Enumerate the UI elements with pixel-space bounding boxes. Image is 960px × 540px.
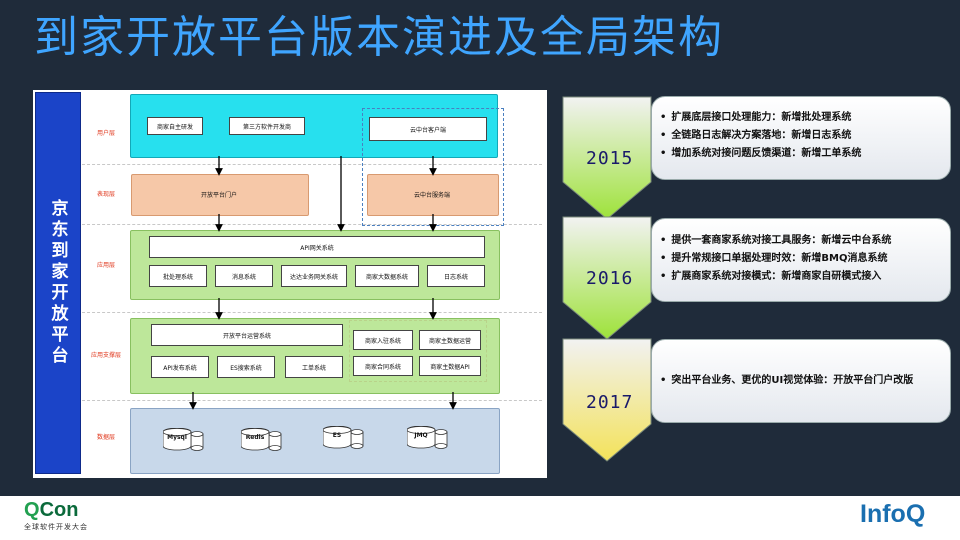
bullet-2015-1: 扩展底层接口处理能力：新增批处理系统 xyxy=(660,109,950,127)
merchant-group xyxy=(349,320,487,382)
qcon-logo: QCon xyxy=(24,499,79,521)
year-label-2015: 2015 xyxy=(586,148,634,169)
platform-vertical-label: 京东到家开放平台 xyxy=(35,92,81,474)
box-message-system: 消息系统 xyxy=(215,265,273,287)
box-third-party-dev: 第三方软件开发商 xyxy=(229,117,305,135)
db-redis-icon: Redis xyxy=(240,427,287,456)
layer-separator xyxy=(82,164,542,165)
layer-separator xyxy=(82,400,542,401)
card-2015: 扩展底层接口处理能力：新增批处理系统 全链路日志解决方案落地：新增日志系统 增加… xyxy=(651,96,951,180)
layer-label-application: 应用层 xyxy=(96,262,115,269)
box-dada-gateway: 达达业务网关系统 xyxy=(281,265,347,287)
layer-label-support: 应用支撑层 xyxy=(90,352,121,359)
box-api-publish: API发布系统 xyxy=(151,356,209,378)
layer-label-data: 数据层 xyxy=(96,434,115,441)
portal-layer xyxy=(131,174,309,216)
box-ticket-system: 工单系统 xyxy=(285,356,343,378)
db-label-es: ES xyxy=(332,432,342,439)
box-cloud-server: 云中台服务端 xyxy=(413,191,450,199)
box-merchant-onboard: 商家入驻系统 xyxy=(353,330,413,350)
qcon-subtitle: 全球软件开发大会 xyxy=(24,523,88,531)
db-mysql-icon: Mysql xyxy=(162,427,209,456)
architecture-diagram: 京东到家开放平台 用户层 表现层 应用层 应用支撑层 数据层 商家自主研发 第三… xyxy=(33,90,547,478)
year-arrow-2017 xyxy=(562,338,652,462)
bullet-2017-1: 突出平台业务、更优的UI视觉体验：开放平台门户改版 xyxy=(660,372,950,390)
layer-label-user: 用户层 xyxy=(96,130,115,137)
year-arrow-2015 xyxy=(562,96,652,220)
db-label-mysql: Mysql xyxy=(167,434,187,441)
db-es-icon: ES xyxy=(322,425,369,454)
box-es-search: ES搜索系统 xyxy=(217,356,275,378)
page-title: 到家开放平台版本演进及全局架构 xyxy=(34,12,724,63)
year-label-2016: 2016 xyxy=(586,268,634,289)
box-api-gateway: API网关系统 xyxy=(149,236,485,258)
box-merchant-contract: 商家合同系统 xyxy=(353,356,413,376)
db-label-jmq: JMQ xyxy=(414,432,428,439)
box-bigdata-system: 商家大数据系统 xyxy=(355,265,419,287)
box-open-portal: 开放平台门户 xyxy=(200,191,237,199)
card-2016: 提供一套商家系统对接工具服务：新增云中台系统 提升常规接口单据处理时效：新增BM… xyxy=(651,218,951,302)
year-arrow-2016 xyxy=(562,216,652,340)
flow-arrows xyxy=(189,156,457,410)
db-jmq-icon: JMQ xyxy=(406,425,453,454)
box-merchant-self-dev: 商家自主研发 xyxy=(147,117,203,135)
layer-label-presentation: 表现层 xyxy=(96,191,115,198)
bullet-2015-2: 全链路日志解决方案落地：新增日志系统 xyxy=(660,127,950,145)
db-label-redis: Redis xyxy=(245,434,265,441)
box-cloud-client: 云中台客户端 xyxy=(369,117,487,141)
box-merchant-master-ops: 商家主数据运营 xyxy=(419,330,481,350)
bullet-2015-3: 增加系统对接问题反馈渠道：新增工单系统 xyxy=(660,145,950,163)
card-2017: 突出平台业务、更优的UI视觉体验：开放平台门户改版 xyxy=(651,339,951,423)
box-log-system: 日志系统 xyxy=(427,265,485,287)
layer-separator xyxy=(82,224,542,225)
cloud-server-layer xyxy=(367,174,499,216)
infoq-logo: InfoQ xyxy=(860,500,926,528)
year-label-2017: 2017 xyxy=(586,392,634,413)
footer-bar xyxy=(0,496,960,540)
box-ops-system: 开放平台运营系统 xyxy=(151,324,343,346)
layer-separator xyxy=(82,312,542,313)
box-batch-system: 批处理系统 xyxy=(149,265,207,287)
box-merchant-master-api: 商家主数据API xyxy=(419,356,481,376)
bullet-2016-2: 提升常规接口单据处理时效：新增BMQ消息系统 xyxy=(660,250,950,268)
bullet-2016-1: 提供一套商家系统对接工具服务：新增云中台系统 xyxy=(660,232,950,250)
bullet-2016-3: 扩展商家系统对接模式：新增商家自研模式接入 xyxy=(660,268,950,286)
